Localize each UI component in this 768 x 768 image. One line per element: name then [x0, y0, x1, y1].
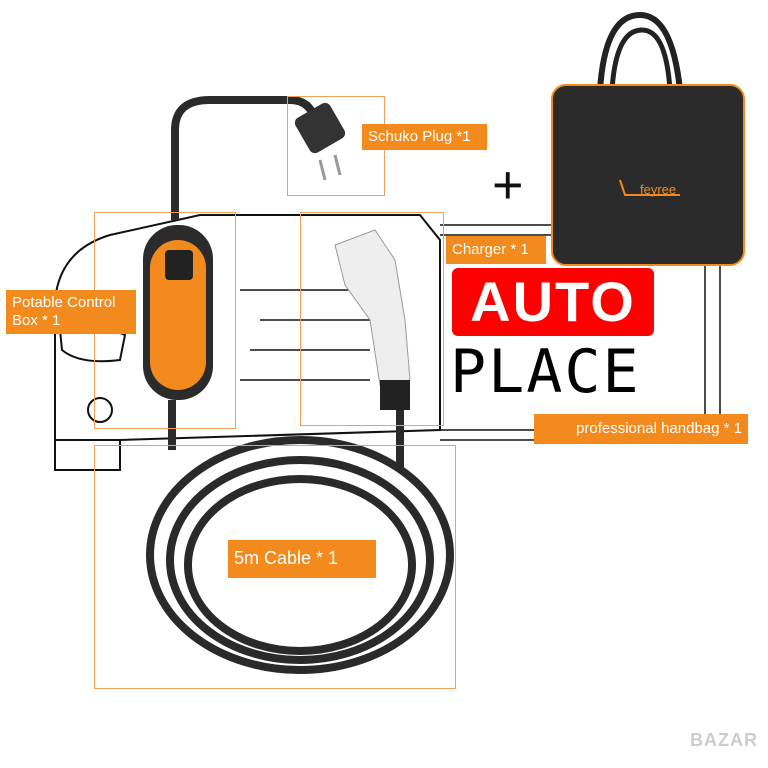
- handbag: [551, 11, 745, 266]
- schuko-plug-label: Schuko Plug *1: [362, 124, 487, 150]
- corner-watermark: BAZAR: [690, 730, 758, 750]
- schuko-plug: [294, 102, 346, 181]
- control-box: [143, 225, 213, 400]
- handbag-label: professional handbag * 1: [534, 414, 748, 444]
- bag-brand-logo: feyree: [640, 182, 677, 197]
- cable-label: 5m Cable * 1: [228, 540, 376, 578]
- charger-frame: [300, 212, 444, 426]
- cable-frame: [94, 445, 456, 689]
- charger-gun: [334, 229, 411, 410]
- watermark-place: PLACE: [450, 337, 641, 407]
- watermark-auto: AUTO: [452, 268, 654, 336]
- plus-sign: +: [492, 155, 524, 215]
- cable: [146, 96, 454, 674]
- control-box-label: Potable Control Box * 1: [6, 290, 136, 334]
- charger-label: Charger * 1: [446, 236, 546, 264]
